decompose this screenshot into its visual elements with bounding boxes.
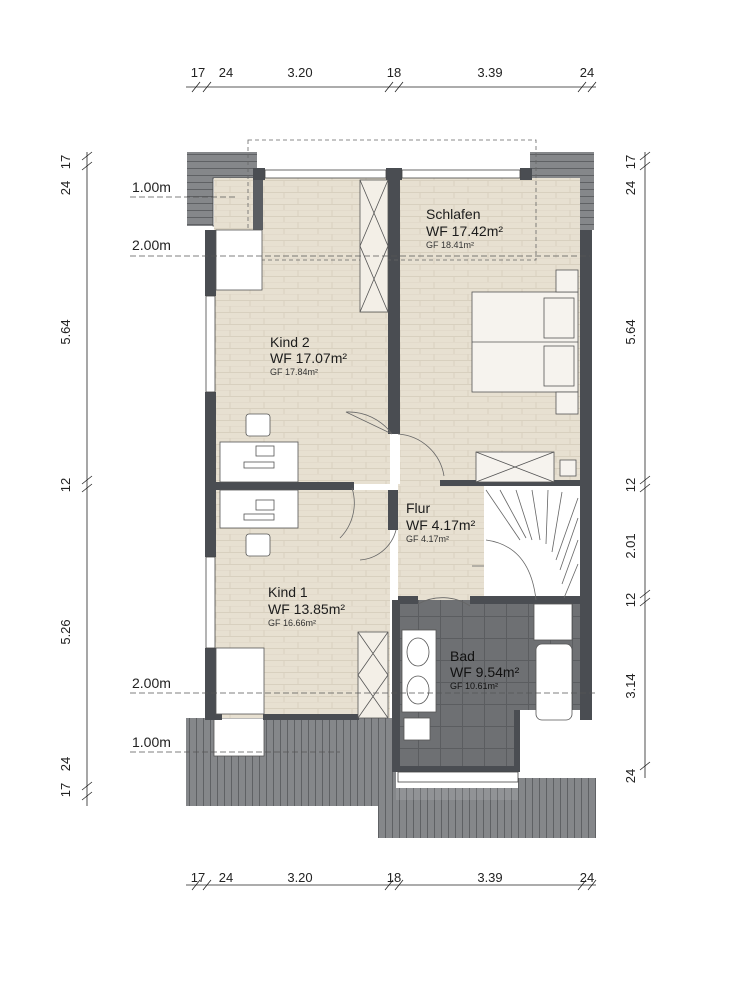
room-wf: WF 13.85m² bbox=[268, 601, 345, 617]
dim-top-4: 3.39 bbox=[477, 65, 502, 80]
room-label-schlafen: Schlafen WF 17.42m² GF 18.41m² bbox=[426, 206, 503, 250]
skylights bbox=[247, 139, 537, 261]
dimension-labels-left: 24 17 5.64 12 5.26 24 17 bbox=[58, 155, 73, 797]
room-label-kind1: Kind 1 WF 13.85m² GF 16.66m² bbox=[268, 584, 345, 628]
dimension-labels-bottom: 17 24 3.20 18 3.39 24 bbox=[191, 870, 594, 885]
dim-left-3: 12 bbox=[58, 478, 73, 492]
room-name: Bad bbox=[450, 648, 475, 664]
dim-bottom-2: 3.20 bbox=[287, 870, 312, 885]
dim-left-0: 24 bbox=[58, 181, 73, 195]
dim-top-3: 18 bbox=[387, 65, 401, 80]
dim-bottom-1: 24 bbox=[219, 870, 233, 885]
dim-right-7: 24 bbox=[623, 769, 638, 783]
walls bbox=[205, 168, 592, 772]
room-gf: GF 10.61m² bbox=[450, 681, 498, 691]
furniture bbox=[215, 179, 579, 741]
dim-left-1: 17 bbox=[58, 155, 73, 169]
dim-right-0: 24 bbox=[623, 181, 638, 195]
room-gf: GF 18.41m² bbox=[426, 240, 474, 250]
dim-bottom-4: 3.39 bbox=[477, 870, 502, 885]
room-name: Kind 2 bbox=[270, 334, 310, 350]
dim-top-5: 24 bbox=[580, 65, 594, 80]
dim-bottom-0: 17 bbox=[191, 870, 205, 885]
dim-right-4: 2.01 bbox=[623, 533, 638, 558]
dim-top-2: 3.20 bbox=[287, 65, 312, 80]
room-wf: WF 17.42m² bbox=[426, 223, 503, 239]
dimension-labels-top: 17 24 3.20 18 3.39 24 bbox=[191, 65, 594, 80]
dim-left-4: 5.26 bbox=[58, 619, 73, 644]
room-wf: WF 4.17m² bbox=[406, 517, 476, 533]
level-bottom-2m: 2.00m bbox=[132, 675, 171, 691]
room-name: Kind 1 bbox=[268, 584, 308, 600]
room-label-flur: Flur WF 4.17m² GF 4.17m² bbox=[406, 500, 476, 544]
room-name: Flur bbox=[406, 500, 430, 516]
dim-left-5: 24 bbox=[58, 757, 73, 771]
dim-bottom-5: 24 bbox=[580, 870, 594, 885]
room-name: Schlafen bbox=[426, 206, 480, 222]
room-gf: GF 17.84m² bbox=[270, 367, 318, 377]
dim-right-1: 17 bbox=[623, 155, 638, 169]
level-bottom-1m: 1.00m bbox=[132, 734, 171, 750]
room-wf: WF 9.54m² bbox=[450, 664, 520, 680]
level-top-2m: 2.00m bbox=[132, 237, 171, 253]
level-labels: 1.00m 2.00m 2.00m 1.00m bbox=[132, 179, 171, 750]
room-label-bad: Bad WF 9.54m² GF 10.61m² bbox=[450, 648, 520, 691]
dim-right-3: 12 bbox=[623, 478, 638, 492]
level-top-1m: 1.00m bbox=[132, 179, 171, 195]
dim-top-1: 24 bbox=[219, 65, 233, 80]
room-gf: GF 16.66m² bbox=[268, 618, 316, 628]
dimension-lines bbox=[81, 81, 651, 891]
room-gf: GF 4.17m² bbox=[406, 534, 449, 544]
dim-bottom-3: 18 bbox=[387, 870, 401, 885]
room-label-kind2: Kind 2 WF 17.07m² GF 17.84m² bbox=[270, 334, 347, 377]
level-lines bbox=[130, 196, 598, 753]
dim-right-6: 3.14 bbox=[623, 673, 638, 698]
dim-top-0: 17 bbox=[191, 65, 205, 80]
room-wf: WF 17.07m² bbox=[270, 350, 347, 366]
dim-left-6: 17 bbox=[58, 783, 73, 797]
dim-left-2: 5.64 bbox=[58, 319, 73, 344]
windows bbox=[205, 169, 521, 783]
dim-right-5: 12 bbox=[623, 593, 638, 607]
dimension-labels-right: 24 17 5.64 12 2.01 12 3.14 24 bbox=[623, 155, 638, 783]
dim-right-2: 5.64 bbox=[623, 319, 638, 344]
